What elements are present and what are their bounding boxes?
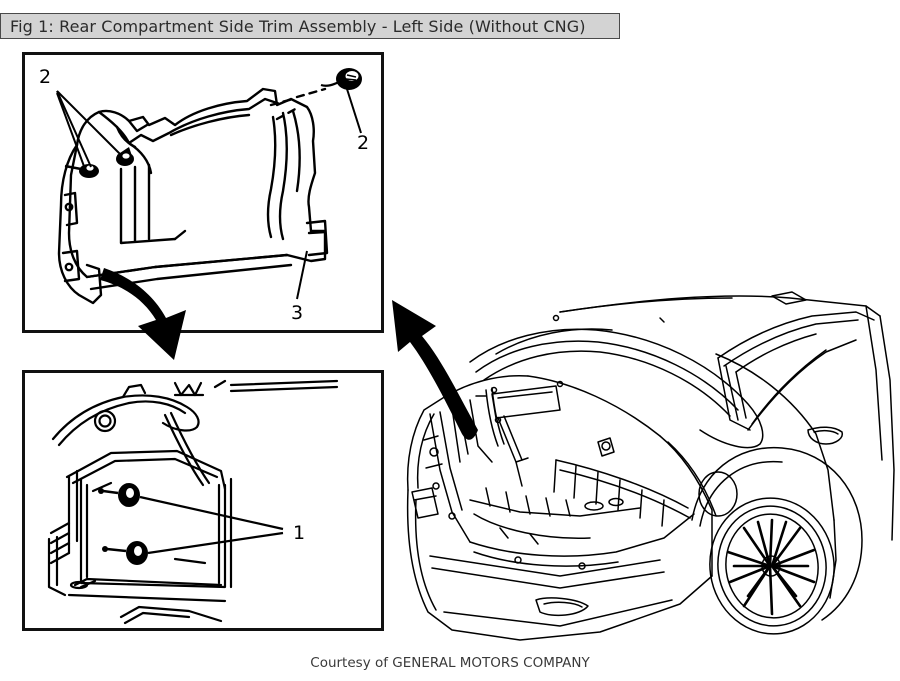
- bottom-panel-callout-layer: 1: [293, 522, 305, 544]
- page-title: Fig 1: Rear Compartment Side Trim Assemb…: [10, 16, 586, 36]
- detail-panel-rear-compartment-fasteners: 1: [22, 370, 384, 631]
- retainer-clip-right: [320, 68, 362, 90]
- fastener-lower: [102, 541, 148, 565]
- detail-panel-rear-compartment-side-trim: 2 2 3: [22, 52, 384, 333]
- wheel-spokes: [726, 518, 816, 616]
- top-panel-callout-layer: 2 2 3: [39, 66, 369, 324]
- exhaust-cutout: [535, 597, 589, 617]
- fastener-upper: [98, 483, 140, 507]
- license-plate-recess: [491, 385, 561, 419]
- callout-3: 3: [291, 302, 303, 324]
- figure-caption: Courtesy of GENERAL MOTORS COMPANY: [310, 655, 590, 671]
- callout-2-left: 2: [39, 66, 51, 88]
- callout-2-right: 2: [357, 132, 369, 154]
- door-handle: [807, 426, 844, 445]
- callout-1: 1: [293, 522, 305, 544]
- arrow-vehicle-to-top-panel: [392, 300, 478, 440]
- fuel-door: [698, 471, 738, 517]
- tail-lamp: [411, 487, 439, 519]
- rear-compartment-floor-illustration: [47, 379, 339, 625]
- figure-title-bar: Fig 1: Rear Compartment Side Trim Assemb…: [0, 13, 620, 39]
- sedan-rear-three-quarter-illustration: [406, 291, 895, 641]
